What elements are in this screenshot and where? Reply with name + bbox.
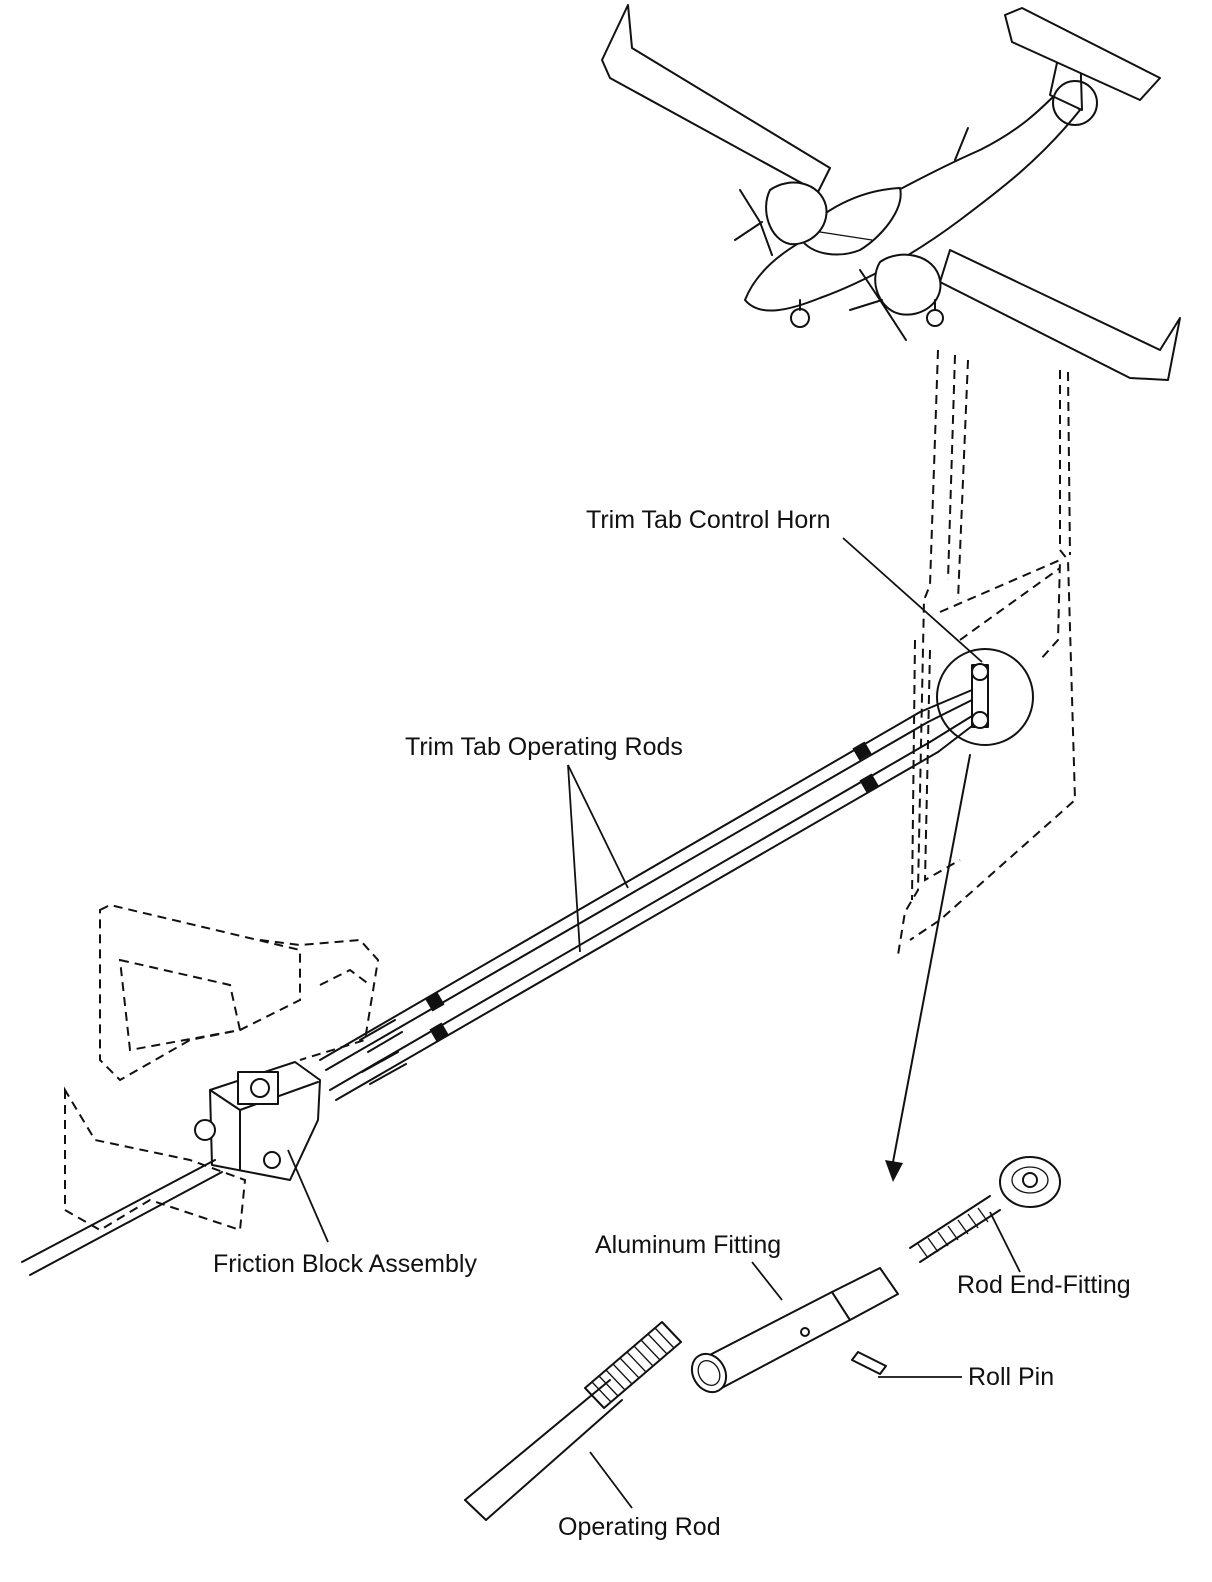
label-operating-rods: Trim Tab Operating Rods [405,733,683,761]
label-roll-pin: Roll Pin [968,1363,1054,1391]
label-operating-rod: Operating Rod [558,1513,721,1541]
label-friction-block: Friction Block Assembly [213,1250,477,1278]
operating-rods [319,689,973,1101]
control-horn-detail [936,648,1034,746]
label-rod-end-fitting: Rod End-Fitting [957,1271,1131,1299]
exploded-view [464,754,1061,1521]
leader-lines [287,537,1021,1509]
elevator-outline [897,349,1077,956]
friction-block-assembly [21,903,380,1276]
aircraft-illustration [601,4,1181,381]
label-aluminum-fitting: Aluminum Fitting [595,1231,781,1259]
label-control-horn: Trim Tab Control Horn [586,506,831,534]
